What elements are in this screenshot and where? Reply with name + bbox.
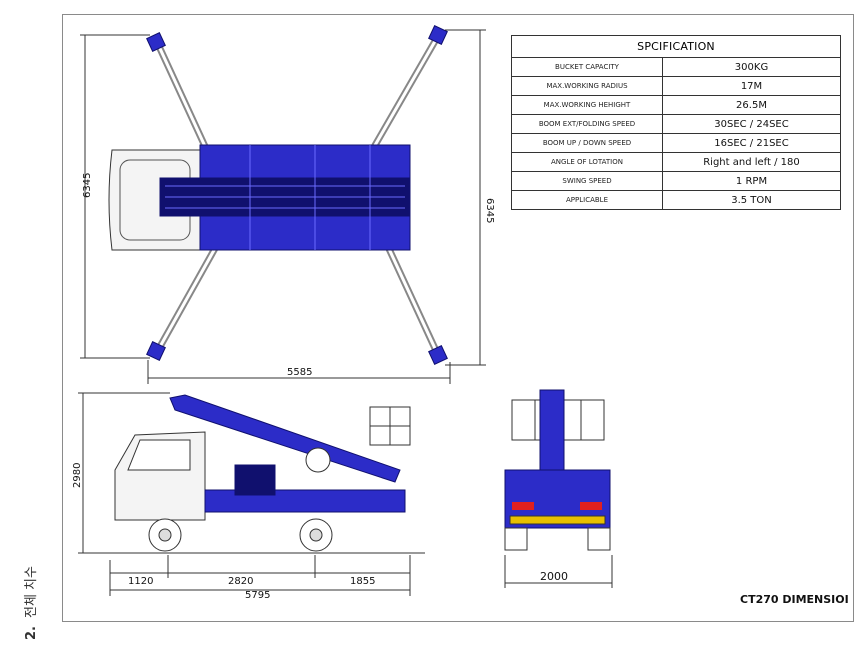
spec-value: 26.5M <box>662 95 841 115</box>
side-height-label: 2980 <box>72 463 83 488</box>
spec-label: APPLICABLE <box>511 190 663 210</box>
drawing-title: CT270 DIMENSIOI <box>740 593 849 606</box>
rear-wheel-left <box>504 527 528 551</box>
top-view: 6345 6345 5585 <box>80 25 495 384</box>
top-dimension-lines <box>80 29 486 384</box>
spec-value: 30SEC / 24SEC <box>662 114 841 134</box>
spec-label: BUCKET CAPACITY <box>511 57 663 77</box>
front-cab-label: 1120 <box>128 576 153 587</box>
spec-label: BOOM UP / DOWN SPEED <box>511 133 663 153</box>
spec-label: SWING SPEED <box>511 171 663 191</box>
side-cab-window <box>127 439 191 471</box>
rear-wheel-right <box>587 527 611 551</box>
top-height-right-label: 6345 <box>484 198 495 223</box>
spec-header: SPCIFICATION <box>511 35 841 58</box>
spec-label: BOOM EXT/FOLDING SPEED <box>511 114 663 134</box>
spec-value: Right and left / 180 <box>662 152 841 172</box>
spec-value: 17M <box>662 76 841 96</box>
rear-overhang-label: 1855 <box>350 576 375 587</box>
side-dimension-lines <box>78 392 425 596</box>
rear-light-right <box>580 502 602 510</box>
rear-width-label: 2000 <box>540 570 568 583</box>
spec-label: ANGLE OF LOTATION <box>511 152 663 172</box>
side-view: 2980 1120 2820 1855 5795 <box>72 392 425 601</box>
rear-boom <box>539 389 565 481</box>
overall-length-label: 5795 <box>245 590 270 601</box>
spec-value: 300KG <box>662 57 841 77</box>
spec-label: MAX.WORKING RADIUS <box>511 76 663 96</box>
spec-value: 16SEC / 21SEC <box>662 133 841 153</box>
side-boom-pulley <box>305 447 331 473</box>
top-height-left-label: 6345 <box>82 173 93 198</box>
wheelbase-label: 2820 <box>228 576 253 587</box>
drawing-frame <box>62 14 854 622</box>
side-boom <box>169 394 401 483</box>
spec-value: 3.5 TON <box>662 190 841 210</box>
side-turret <box>234 464 276 496</box>
rear-view: 2000 <box>504 389 613 588</box>
spec-value: 1 RPM <box>662 171 841 191</box>
spec-label: MAX.WORKING HEHIGHT <box>511 95 663 115</box>
top-boom-details <box>165 145 405 250</box>
top-cab <box>108 149 201 251</box>
rear-light-left <box>512 502 534 510</box>
top-width-label: 5585 <box>287 367 312 378</box>
rear-bumper-stripe <box>509 515 606 525</box>
outrigger-pads <box>146 25 448 365</box>
